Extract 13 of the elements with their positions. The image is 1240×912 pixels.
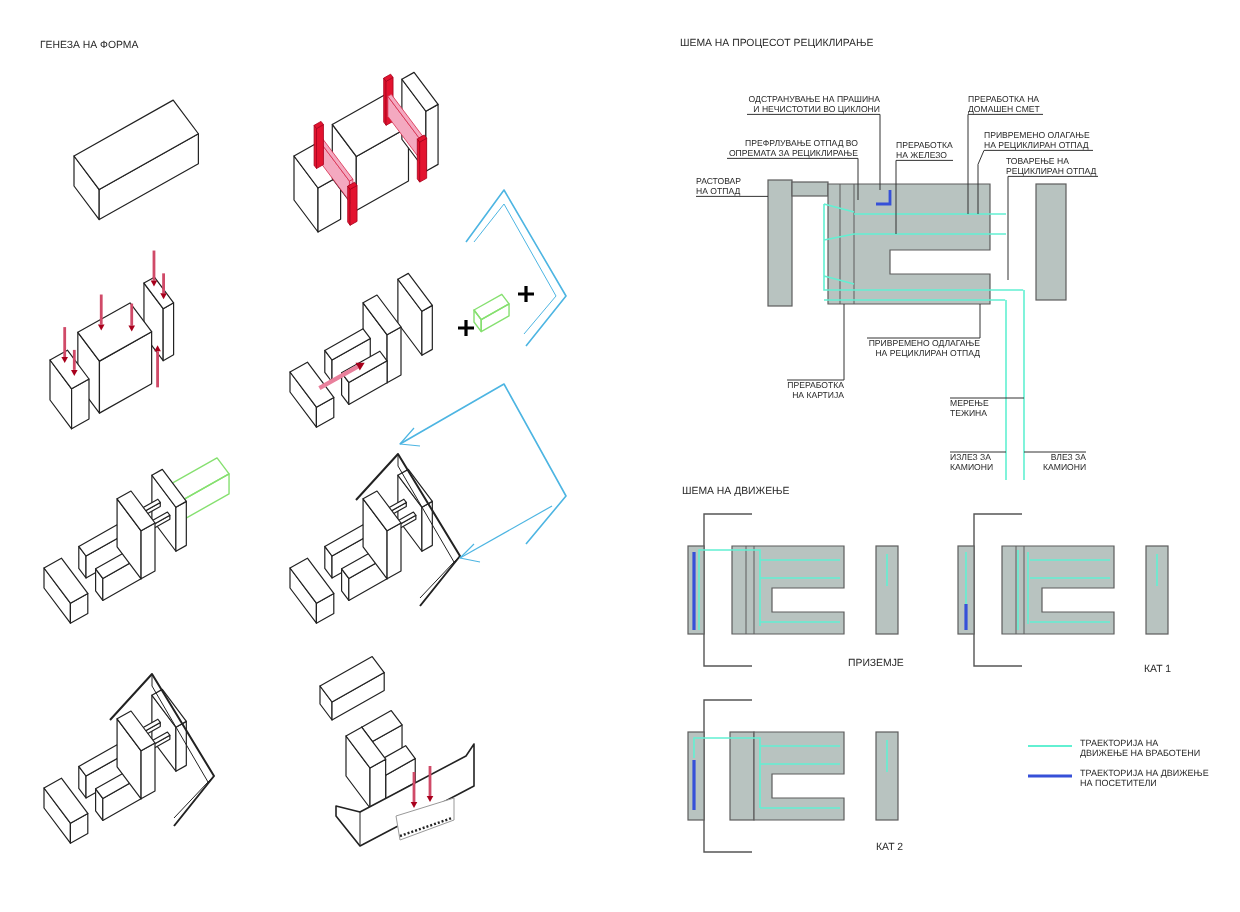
leader-line — [695, 195, 769, 197]
recycling-plant-plan — [767, 179, 1067, 307]
leader-line — [1023, 451, 1087, 453]
leader-line — [977, 149, 1094, 215]
leader-line — [895, 159, 954, 235]
leader-line — [866, 303, 981, 339]
leader-line — [726, 157, 859, 201]
truck-lane-lines — [1005, 289, 1025, 481]
leader-line — [1007, 175, 1099, 281]
leader-line — [786, 303, 845, 381]
leader-line — [967, 113, 1044, 215]
leader-line — [949, 397, 1025, 399]
leader-line — [949, 451, 1007, 453]
